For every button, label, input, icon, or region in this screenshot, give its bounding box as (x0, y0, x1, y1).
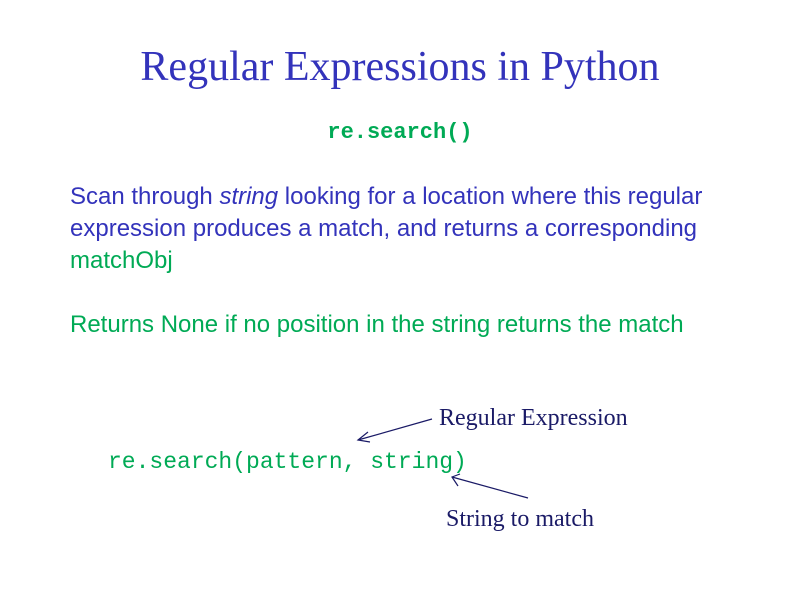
description-text-end: looking for a location where this regula… (70, 183, 703, 242)
slide-title: Regular Expressions in Python (140, 44, 660, 90)
description-paragraph: Scan through string looking for a locati… (70, 181, 710, 277)
function-heading: re.search() (327, 120, 473, 145)
pattern-annotation: Regular Expression (439, 405, 628, 431)
string-annotation: String to match (446, 506, 594, 532)
pattern-arrow (356, 418, 433, 443)
description-text-start: Scan through (70, 183, 220, 210)
string-arrow (451, 473, 529, 499)
description-highlight: matchObj (70, 247, 173, 274)
return-note: Returns None if no position in the strin… (70, 311, 684, 338)
description-emphasis: string (219, 183, 279, 210)
code-example: re.search(pattern, string) (108, 449, 467, 475)
